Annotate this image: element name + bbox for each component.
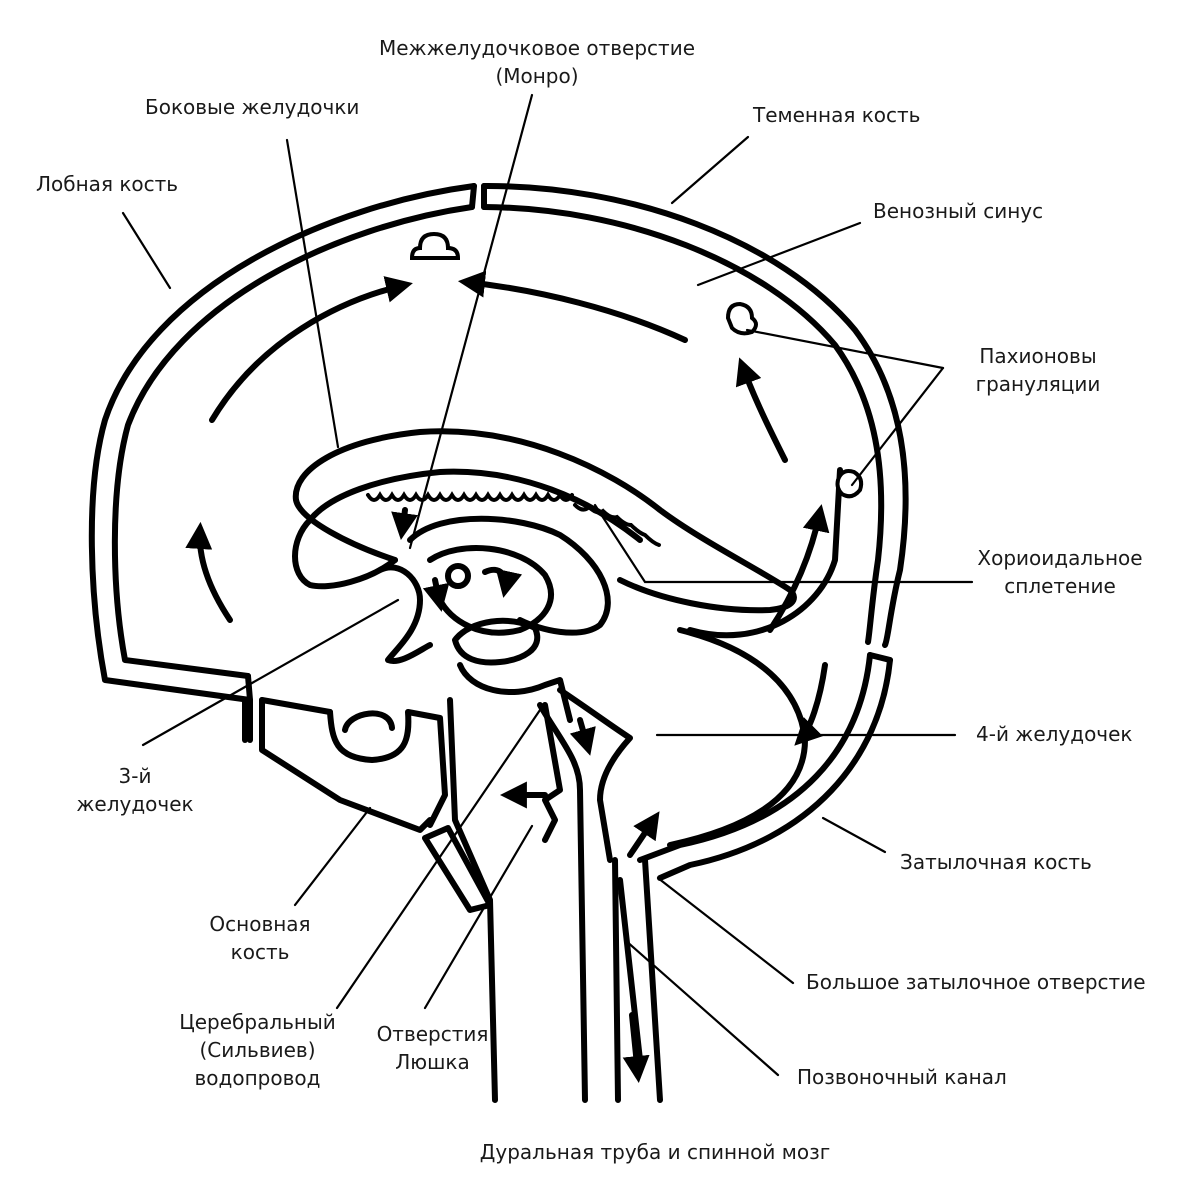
label-third-ventricle: 3-й желудочек <box>76 764 194 816</box>
label-luschka-foramina: Отверстия Люшка <box>376 1022 489 1074</box>
leader-lines <box>121 93 974 1077</box>
label-interventricular-foramen: Межжелудочковое отверстие (Монро) <box>378 36 696 88</box>
label-pacchionian-granulations: Пахионовы грануляции <box>975 344 1101 396</box>
label-dural-tube: Дуральная труба и спинной мозг <box>479 1140 831 1164</box>
label-venous-sinus: Венозный синус <box>873 199 1044 223</box>
label-fourth-ventricle: 4-й желудочек <box>976 722 1133 746</box>
ventricles <box>292 428 843 1103</box>
csf-flow-arrows <box>185 270 830 1084</box>
choroid-plexus <box>366 491 661 547</box>
label-occipital-bone: Затылочная кость <box>900 850 1092 874</box>
arachnoid-granulations <box>409 231 864 499</box>
label-spinal-canal: Позвоночный канал <box>797 1065 1007 1089</box>
label-frontal-bone: Лобная кость <box>36 172 179 196</box>
label-parietal-bone: Теменная кость <box>753 103 921 127</box>
label-sphenoid-bone: Основная кость <box>209 912 311 964</box>
label-foramen-magnum: Большое затылочное отверстие <box>806 970 1146 994</box>
label-lateral-ventricles: Боковые желудочки <box>145 95 360 119</box>
label-choroid-plexus: Хориоидальное сплетение <box>977 546 1143 598</box>
label-cerebral-aqueduct: Церебральный (Сильвиев) водопровод <box>179 1010 336 1090</box>
